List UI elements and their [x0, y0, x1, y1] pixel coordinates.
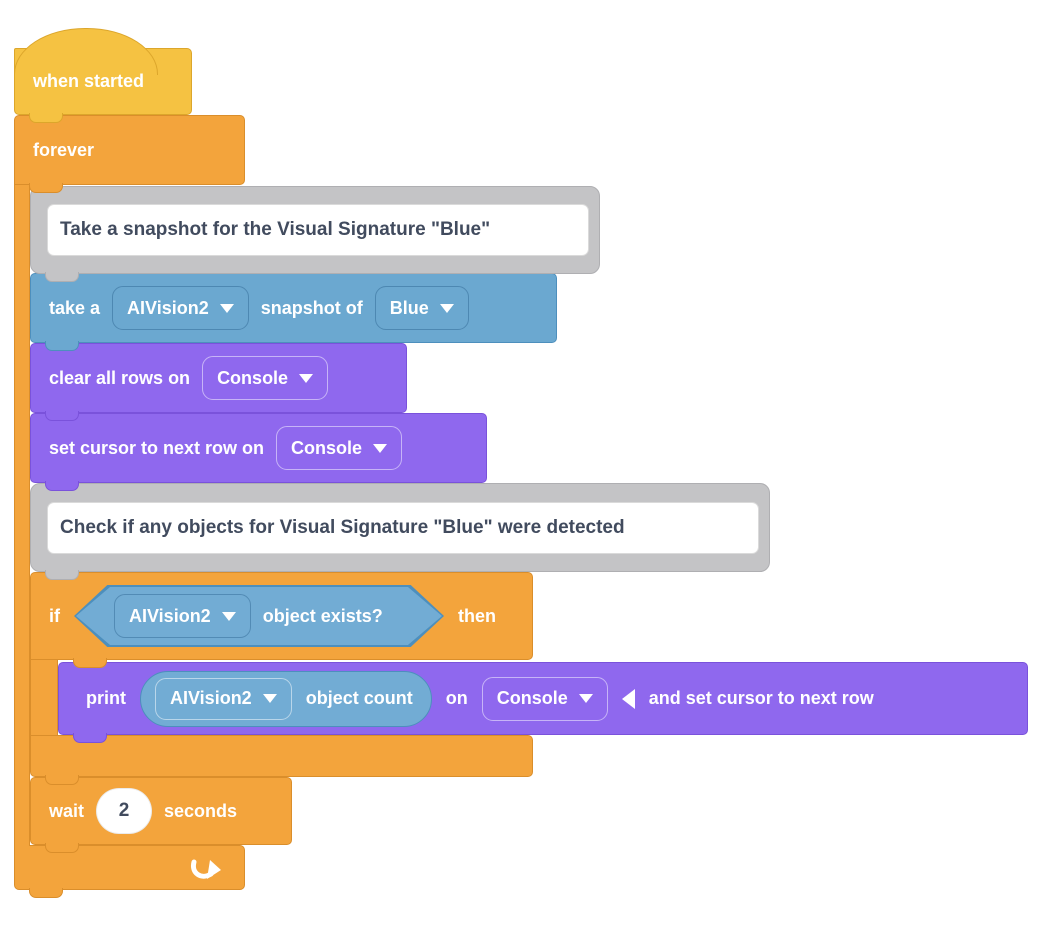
- loop-arrow-icon: [190, 859, 221, 879]
- then-label: then: [458, 605, 496, 626]
- object-exists-label: object exists?: [262, 605, 383, 626]
- camera-dropdown[interactable]: AIVision2: [112, 286, 249, 330]
- console-dropdown-value: Console: [217, 367, 289, 388]
- forever-label: forever: [33, 139, 95, 160]
- print-label: print: [86, 688, 126, 708]
- forever-left-arm: [14, 184, 30, 846]
- clear-all-rows-block[interactable]: clear all rows on Console: [30, 343, 407, 421]
- comment-take-snapshot[interactable]: Take a snapshot for the Visual Signature…: [30, 186, 600, 282]
- camera-dropdown-value: AIVision2: [170, 688, 252, 708]
- print-block[interactable]: print AIVision2 object count on Console …: [58, 662, 1028, 743]
- comment-text: Check if any objects for Visual Signatur…: [60, 516, 625, 538]
- console-dropdown-value: Console: [496, 688, 568, 708]
- caret-down-icon: [221, 611, 236, 621]
- object-count-label: object count: [305, 688, 413, 708]
- object-exists-condition[interactable]: AIVision2 object exists?: [74, 585, 444, 647]
- set-cursor-label: set cursor to next row on: [49, 437, 265, 458]
- console-dropdown[interactable]: Console: [276, 426, 403, 470]
- camera-dropdown[interactable]: AIVision2: [155, 677, 292, 720]
- comment-check-objects[interactable]: Check if any objects for Visual Signatur…: [30, 483, 770, 580]
- if-left-arm: [30, 659, 58, 736]
- console-dropdown-value: Console: [291, 437, 363, 458]
- caret-down-icon: [439, 303, 454, 313]
- if-label: if: [49, 605, 60, 626]
- if-bottom-bar[interactable]: [30, 735, 533, 785]
- clear-rows-label: clear all rows on: [49, 367, 191, 388]
- forever-block: forever Take a snapshot for the Visual S…: [14, 115, 1038, 915]
- take-snapshot-block[interactable]: take a AIVision2 snapshot of Blue: [30, 273, 557, 351]
- camera-dropdown-value: AIVision2: [129, 605, 211, 626]
- wait-block[interactable]: wait 2 seconds: [30, 777, 292, 853]
- forever-header[interactable]: forever: [14, 115, 245, 193]
- when-started-hat-block[interactable]: when started: [14, 28, 192, 123]
- seconds-label: seconds: [164, 800, 238, 821]
- take-a-label: take a: [49, 297, 101, 318]
- console-dropdown[interactable]: Console: [202, 356, 329, 400]
- wait-seconds-input[interactable]: 2: [96, 788, 153, 834]
- collapse-left-icon[interactable]: [621, 688, 635, 709]
- if-header[interactable]: if AIVision2 object exists? then: [30, 572, 533, 668]
- wait-label: wait: [49, 800, 85, 821]
- camera-dropdown-value: AIVision2: [127, 297, 209, 318]
- comment-text-field[interactable]: Take a snapshot for the Visual Signature…: [47, 204, 589, 256]
- comment-text: Take a snapshot for the Visual Signature…: [60, 219, 491, 240]
- on-label: on: [445, 688, 468, 708]
- if-block: if AIVision2 object exists? then print: [30, 572, 1034, 785]
- snapshot-of-label: snapshot of: [260, 297, 363, 318]
- set-cursor-next-row-block[interactable]: set cursor to next row on Console: [30, 413, 487, 491]
- comment-text-field[interactable]: Check if any objects for Visual Signatur…: [47, 501, 759, 554]
- console-dropdown[interactable]: Console: [481, 676, 608, 721]
- caret-down-icon: [219, 303, 234, 313]
- caret-down-icon: [299, 373, 314, 383]
- caret-down-icon: [373, 443, 388, 453]
- set-cursor-suffix-label: and set cursor to next row: [648, 688, 874, 708]
- camera-dropdown[interactable]: AIVision2: [114, 594, 251, 638]
- object-count-reporter[interactable]: AIVision2 object count: [140, 670, 432, 727]
- caret-down-icon: [578, 694, 593, 703]
- when-started-label: when started: [33, 71, 145, 91]
- signature-dropdown[interactable]: Blue: [374, 286, 469, 330]
- signature-dropdown-value: Blue: [389, 297, 429, 318]
- caret-down-icon: [262, 694, 277, 703]
